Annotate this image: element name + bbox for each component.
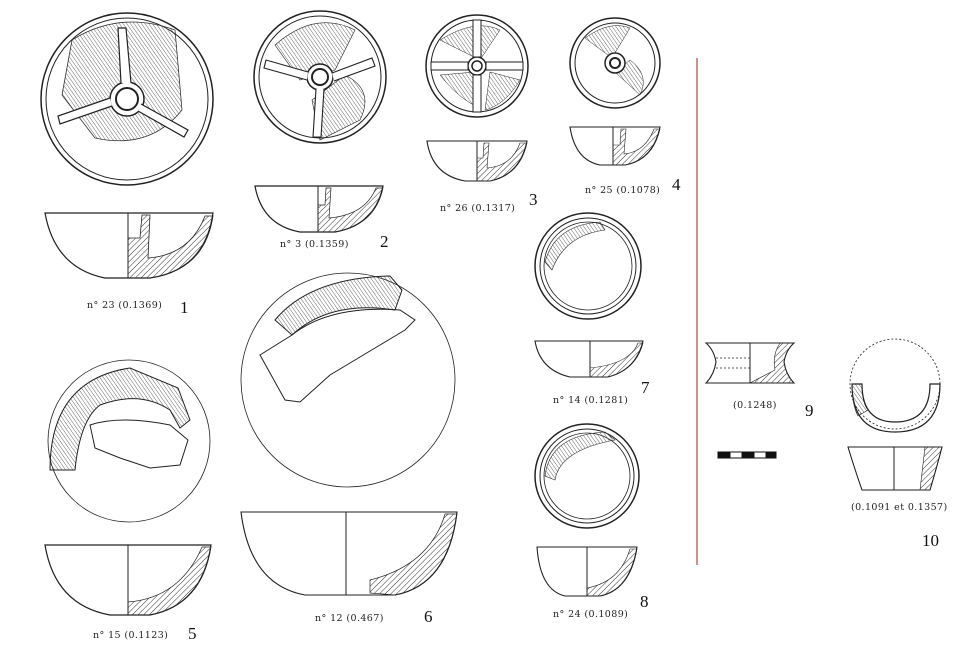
figure-3-top-view [425,14,529,118]
figure-4-caption: n° 25 (0.1078) [585,185,661,196]
figure-10-section [847,446,943,491]
figure-5-top-view [47,359,211,523]
figure-3-caption: n° 26 (0.1317) [440,203,516,214]
figure-2-caption: n° 3 (0.1359) [280,239,349,250]
figure-3-number: 3 [529,190,538,209]
figure-3-section [426,140,528,182]
figure-7-top-view [534,212,642,320]
figure-4-section [569,126,661,166]
figure-9-caption: (0.1248) [733,400,777,411]
figure-5-number: 5 [188,624,197,643]
figure-8-section [536,546,638,597]
figure-7-number: 7 [641,378,650,397]
figure-10-number: 10 [922,531,939,550]
scale-bar-icon [717,451,777,459]
figure-7-section [534,340,644,378]
figure-2-top-view [253,10,387,144]
figure-6-caption: n° 12 (0.467) [315,613,384,624]
figure-7-caption: n° 14 (0.1281) [553,395,629,406]
figure-9-section [704,342,796,384]
figure-2-section [254,185,384,233]
figure-6-number: 6 [424,607,433,626]
figure-6-top-view [240,272,456,488]
figure-10-caption: (0.1091 et 0.1357) [851,502,948,513]
figure-4-top-view [569,17,661,109]
figure-9-number: 9 [805,401,814,420]
figure-8-caption: n° 24 (0.1089) [553,609,629,620]
figure-5-section [44,544,212,616]
figure-2-number: 2 [380,232,389,251]
figure-4-number: 4 [672,175,681,194]
figure-1-caption: n° 23 (0.1369) [87,300,163,311]
figure-10-top-view [849,338,941,433]
figure-6-section [240,511,458,596]
figure-8-top-view [534,423,640,529]
figure-1-number: 1 [180,298,189,317]
figure-5-caption: n° 15 (0.1123) [93,630,169,641]
figure-1-section [44,212,214,279]
figure-8-number: 8 [640,592,649,611]
figure-1-top-view [40,12,214,186]
